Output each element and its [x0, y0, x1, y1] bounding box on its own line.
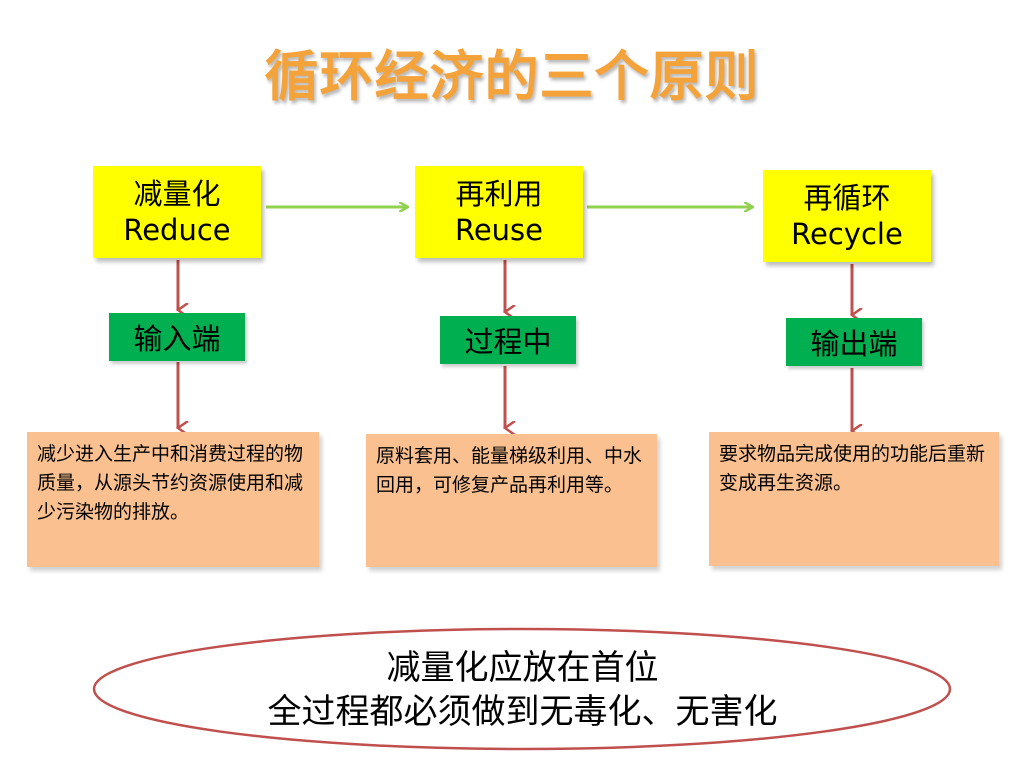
page-title: 循环经济的三个原则 [264, 45, 760, 108]
desc-box-reduce: 减少进入生产中和消费过程的物质量，从源头节约资源使用和减少污染物的排放。 [27, 432, 319, 567]
principle-en: Recycle [791, 217, 903, 251]
principle-en: Reuse [454, 213, 544, 247]
principle-box-reuse: 再利用 Reuse [415, 166, 583, 258]
principle-cn: 减量化 [133, 177, 221, 211]
summary-text: 减量化应放在首位 全过程都必须做到无毒化、无害化 [95, 630, 950, 750]
principle-box-reduce: 减量化 Reduce [93, 166, 261, 258]
desc-box-reuse: 原料套用、能量梯级利用、中水回用，可修复产品再利用等。 [366, 434, 657, 567]
principle-cn: 再利用 [455, 177, 543, 211]
principle-box-recycle: 再循环 Recycle [763, 170, 931, 262]
summary-line-2: 全过程都必须做到无毒化、无害化 [267, 692, 778, 732]
summary-line-1: 减量化应放在首位 [386, 648, 659, 688]
stage-box-output: 输出端 [786, 318, 922, 366]
stage-box-process: 过程中 [440, 316, 576, 364]
principle-en: Reduce [123, 213, 231, 247]
desc-box-recycle: 要求物品完成使用的功能后重新变成再生资源。 [709, 432, 999, 566]
summary-ellipse [92, 627, 952, 751]
principle-cn: 再循环 [803, 181, 891, 215]
stage-box-input: 输入端 [109, 313, 245, 361]
